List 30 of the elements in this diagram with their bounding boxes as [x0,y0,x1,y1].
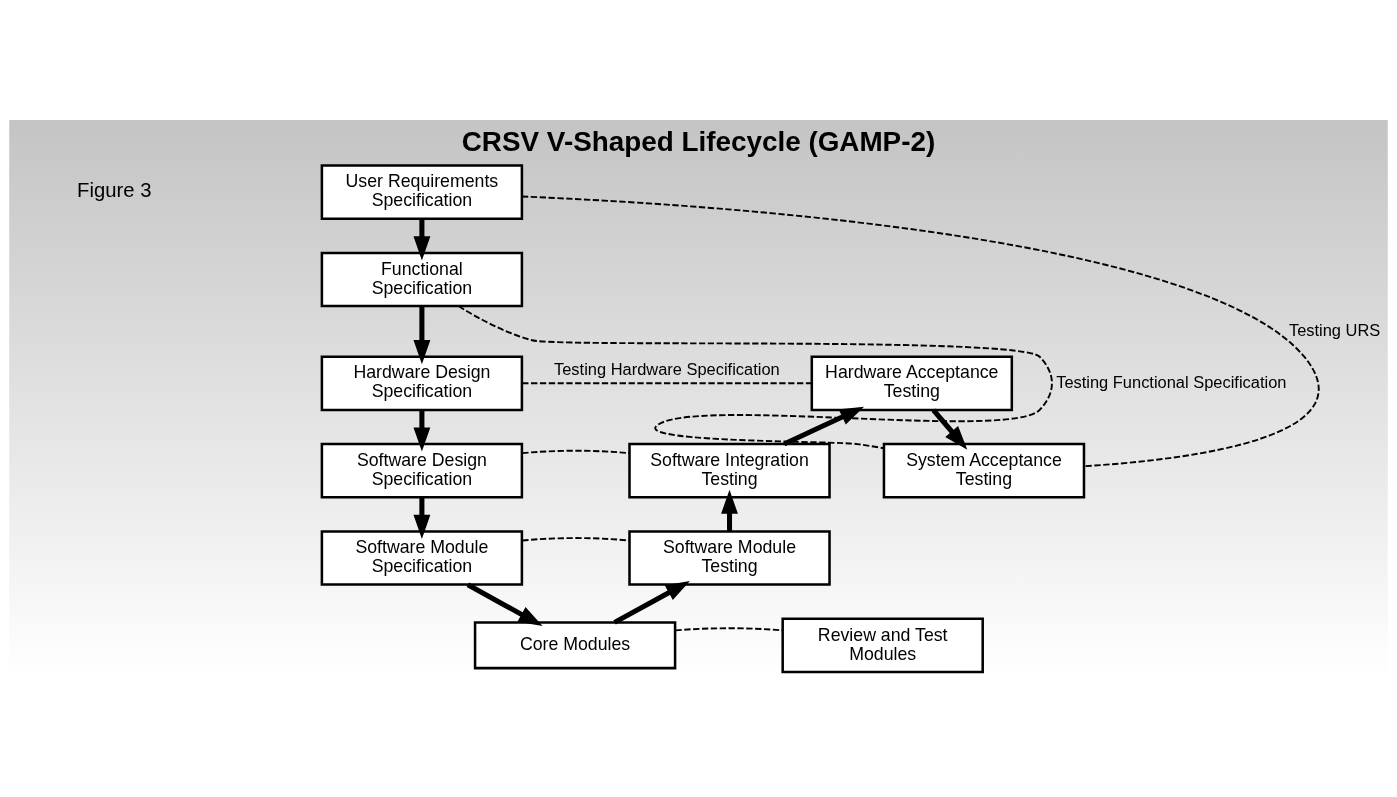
connector [521,537,631,542]
node-box: System Acceptance Testing [882,442,1086,499]
edge-label: Testing Hardware Specification [554,359,780,378]
arrow [413,218,431,261]
arrow [613,581,690,625]
arrow [721,489,738,532]
arrow [413,306,431,365]
diagram-title: CRSV V-Shaped Lifecycle (GAMP-2) [461,126,936,158]
node-box: Hardware Acceptance Testing [810,355,1014,412]
arrow [413,410,431,452]
node-box: Software Integration Testing [628,442,831,499]
edge-label: Testing Functional Specification [1056,372,1287,391]
arrow [466,582,543,627]
node-box: Functional Specification [320,251,524,308]
connector [521,449,631,455]
edge-label: Testing URS [1288,320,1381,339]
arrow [931,408,968,450]
node-box: User Requirements Specification [320,164,524,220]
connector [521,382,813,385]
node-box: Software Module Testing [628,530,831,586]
arrow [413,497,431,539]
arrow [783,406,865,447]
connector [457,305,1053,450]
connector [521,195,1320,468]
node-box: Core Modules [473,621,677,670]
node-box: Software Module Specification [320,530,524,586]
node-box: Software Design Specification [320,442,524,499]
label: Figure 3 [77,178,152,201]
node-box: Hardware Design Specification [320,355,524,412]
node-box: Review and Test Modules [781,617,984,674]
